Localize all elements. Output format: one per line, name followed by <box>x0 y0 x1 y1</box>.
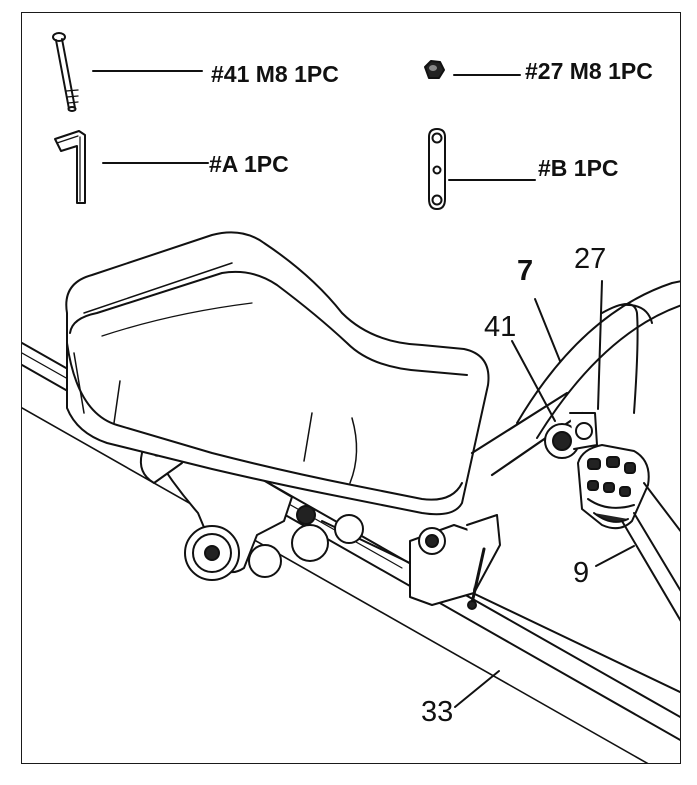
callout-part-41: 41 <box>484 311 517 343</box>
leader-part-9 <box>595 545 635 567</box>
hardware-label-allen-key: #A 1PC <box>209 151 289 177</box>
seat-carriage <box>139 442 364 581</box>
callout-part-9: 9 <box>573 557 590 589</box>
pivot-bracket <box>409 514 501 610</box>
nut-icon <box>424 60 445 79</box>
seat <box>65 231 490 516</box>
leader-part-27 <box>597 280 603 410</box>
hardware-label-nut: #27 M8 1PC <box>525 58 653 84</box>
callout-part-7: 7 <box>517 255 534 287</box>
tension-knob-9 <box>577 444 680 622</box>
leader-part-7 <box>534 298 561 362</box>
handle-arm-7 <box>470 280 680 477</box>
bolt-icon <box>52 32 79 112</box>
leader-part-41 <box>511 340 556 422</box>
hardware-label-bolt: #41 M8 1PC <box>211 61 339 87</box>
callout-part-33: 33 <box>421 696 454 728</box>
allen-key-icon <box>54 130 86 204</box>
arm-pivot-bolt <box>544 412 598 459</box>
hardware-label-wrench: #B 1PC <box>538 155 619 181</box>
diagram-frame: #41 M8 1PC #27 M8 1PC #A 1PC #B 1PC 7 27… <box>21 12 681 764</box>
assembly-drawing <box>22 32 680 763</box>
callout-part-27: 27 <box>574 243 607 275</box>
wrench-icon <box>428 128 446 210</box>
leader-part-33 <box>454 670 500 708</box>
